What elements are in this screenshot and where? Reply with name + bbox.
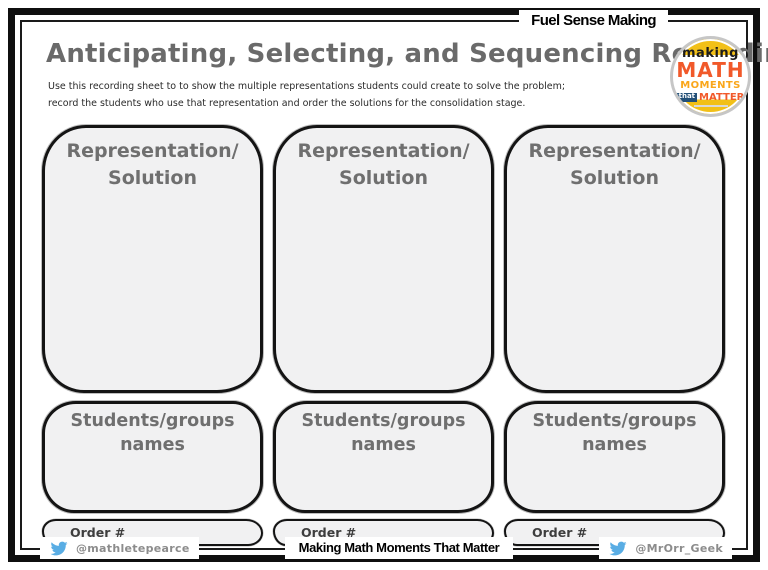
representation-label: Representation/ Solution (66, 140, 239, 189)
column-2: Representation/ Solution Students/groups… (273, 125, 494, 547)
logo-word-matter: MATTER (699, 91, 745, 103)
footer-center-text: Making Math Moments That Matter (284, 537, 514, 559)
representation-box-2: Representation/ Solution (273, 125, 494, 394)
footer: @mathletepearce Making Math Moments That… (22, 537, 746, 559)
students-box-1: Students/groups names (42, 401, 263, 514)
logo-word-that: that (676, 92, 698, 102)
students-box-2: Students/groups names (273, 401, 494, 514)
order-label: Order # (532, 525, 588, 541)
footer-left-handle-group: @mathletepearce (40, 537, 199, 559)
order-label: Order # (70, 525, 126, 541)
representation-label: Representation/ Solution (528, 140, 701, 189)
students-label: Students/groups names (301, 411, 466, 455)
page-subtitle: Use this recording sheet to to show the … (48, 81, 566, 110)
twitter-bird-icon (50, 541, 68, 555)
column-3: Representation/ Solution Students/groups… (504, 125, 725, 547)
logo-word-moments: MOMENTS (680, 80, 741, 92)
twitter-bird-icon (609, 541, 627, 555)
columns-grid: Representation/ Solution Students/groups… (22, 125, 746, 547)
representation-label: Representation/ Solution (297, 140, 470, 189)
page-title: Anticipating, Selecting, and Sequencing … (46, 39, 768, 69)
recording-sheet: Fuel Sense Making making MATH MOMENTS th… (20, 10, 768, 559)
students-box-3: Students/groups names (504, 401, 725, 514)
students-label: Students/groups names (532, 411, 697, 455)
order-label: Order # (301, 525, 357, 541)
column-1: Representation/ Solution Students/groups… (42, 125, 263, 547)
left-twitter-handle[interactable]: @mathletepearce (76, 541, 190, 555)
fuel-sense-making-badge: Fuel Sense Making (519, 10, 668, 32)
logo-word-making: making (682, 46, 739, 62)
logo-word-math: MATH (676, 58, 745, 83)
footer-right-handle-group: @MrOrr_Geek (599, 537, 732, 559)
logo-word-that-matter: that MATTER (676, 91, 745, 103)
representation-box-1: Representation/ Solution (42, 125, 263, 394)
right-twitter-handle[interactable]: @MrOrr_Geek (635, 541, 723, 555)
students-label: Students/groups names (70, 411, 235, 455)
representation-box-3: Representation/ Solution (504, 125, 725, 394)
logo-url-placeholder (693, 104, 728, 107)
making-math-moments-logo: making MATH MOMENTS that MATTER (670, 36, 751, 117)
